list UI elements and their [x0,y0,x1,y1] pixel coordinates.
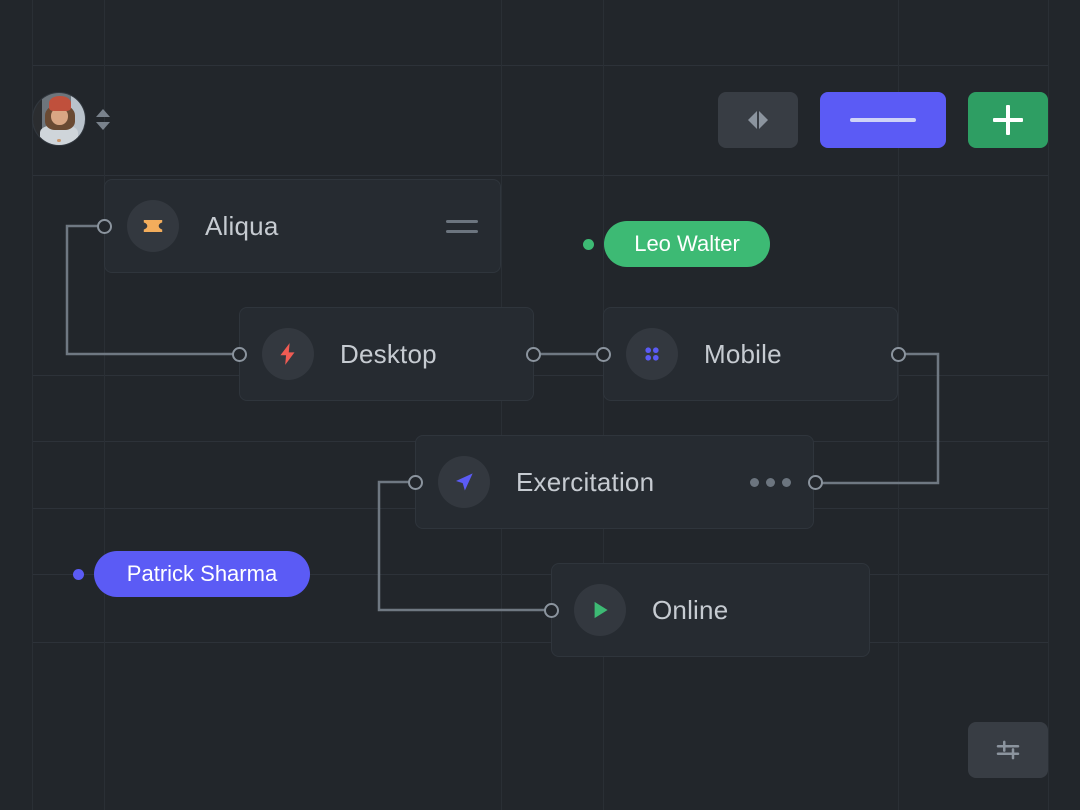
pill-label: Patrick Sharma [126,561,278,586]
port-exercitation-right[interactable] [808,475,823,490]
port-online-left[interactable] [544,603,559,618]
ticket-icon [143,220,163,232]
lightning-bolt-icon [280,343,295,365]
avatar-group[interactable] [32,92,110,146]
more-dots-icon[interactable] [750,477,791,487]
grid-line-h [32,175,1048,176]
hamburger-menu-icon[interactable] [446,219,478,233]
node-desktop[interactable]: Desktop [239,307,534,401]
port-aliqua-left[interactable] [97,219,112,234]
avatar-stepper[interactable] [96,108,110,130]
node-icon-online [574,584,626,636]
node-label: Online [652,594,729,625]
grid-line-v [501,0,502,810]
minus-icon [850,118,916,122]
grid-line-h [32,375,1048,376]
port-desktop-left[interactable] [232,347,247,362]
node-icon-mobile [626,328,678,380]
port-desktop-right[interactable] [526,347,541,362]
pill-dot-patrick-sharma [73,569,84,580]
grid-dots-icon [645,347,659,361]
pill-dot-leo-walter [583,239,594,250]
node-mobile[interactable]: Mobile [603,307,898,401]
node-trailing-aliqua [446,219,478,233]
collapse-horizontal-icon [748,111,768,129]
chevron-up-icon[interactable] [96,108,110,117]
add-button[interactable] [968,92,1048,148]
grid-line-v [32,0,33,810]
user-avatar[interactable] [32,92,86,146]
sliders-icon [996,740,1020,760]
navigation-arrow-icon [455,473,473,491]
avatar-body [40,125,78,145]
node-aliqua[interactable]: Aliqua [104,179,501,273]
port-exercitation-left[interactable] [408,475,423,490]
play-icon [594,601,608,619]
avatar-bg-left [33,93,43,145]
avatar-logo-dot [56,138,62,143]
node-exercitation[interactable]: Exercitation [415,435,814,529]
toolbar [32,92,1048,152]
node-icon-desktop [262,328,314,380]
settings-sliders-button[interactable] [968,722,1048,778]
pill-patrick-sharma[interactable]: Patrick Sharma [94,551,310,597]
plus-icon [993,105,1023,135]
node-trailing-exercitation [750,477,791,487]
toolbar-actions [718,92,1048,148]
port-mobile-left[interactable] [596,347,611,362]
node-icon-aliqua [127,200,179,252]
chevron-down-icon[interactable] [96,121,110,130]
pill-label: Leo Walter [634,231,740,256]
avatar-face [51,107,68,126]
pill-leo-walter[interactable]: Leo Walter [604,221,770,267]
port-mobile-right[interactable] [891,347,906,362]
node-label: Exercitation [516,466,655,497]
avatar-beanie [48,96,72,111]
node-online[interactable]: Online [551,563,870,657]
node-label: Mobile [704,338,782,369]
grid-line-v [1048,0,1049,810]
minimize-button[interactable] [820,92,946,148]
collapse-button[interactable] [718,92,798,148]
grid-line-v [603,0,604,810]
node-label: Aliqua [205,210,279,241]
grid-line-v [104,0,105,810]
grid-line-h [32,65,1048,66]
node-label: Desktop [340,338,437,369]
node-icon-exercitation [438,456,490,508]
grid-line-h [32,642,1048,643]
